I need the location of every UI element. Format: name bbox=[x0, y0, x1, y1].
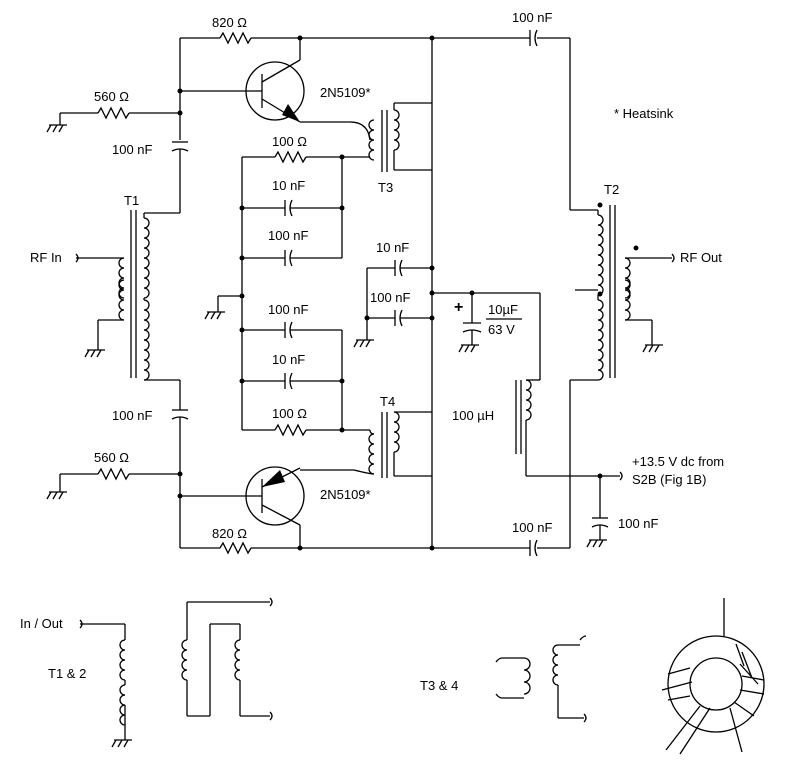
t2-transformer bbox=[569, 205, 672, 548]
q-top-label: 2N5109* bbox=[320, 85, 371, 100]
l100uh-label: 100 µH bbox=[452, 408, 494, 423]
c100n-supply-label: 100 nF bbox=[618, 516, 659, 531]
rf-in-label: RF In bbox=[30, 250, 62, 265]
bottom-input-capacitor bbox=[171, 409, 189, 548]
r560-top-label: 560 Ω bbox=[94, 89, 129, 104]
top-output-capacitor bbox=[529, 29, 571, 210]
bottom-transistor bbox=[180, 466, 305, 548]
t1-label: T1 bbox=[124, 193, 139, 208]
r560-bot-label: 560 Ω bbox=[94, 450, 129, 465]
t3-4-label: T3 & 4 bbox=[420, 678, 458, 693]
c100n-a-label: 100 nF bbox=[268, 228, 309, 243]
c100n-b bbox=[367, 309, 432, 327]
top-transistor bbox=[180, 38, 371, 141]
t1-2-label: T1 & 2 bbox=[48, 666, 86, 681]
plus-sign: + bbox=[454, 299, 463, 316]
l100uh-choke bbox=[515, 293, 620, 477]
c10uf-label: 10µF bbox=[488, 302, 518, 317]
r100-bot-label: 100 Ω bbox=[272, 406, 307, 421]
c100n-out-top-label: 100 nF bbox=[512, 10, 553, 25]
c10n-a-label: 10 nF bbox=[272, 178, 305, 193]
c100n-out-bot-label: 100 nF bbox=[512, 520, 553, 535]
in-out-label: In / Out bbox=[20, 616, 63, 631]
c10uf-voltage: 63 V bbox=[488, 322, 515, 337]
c100n-b-label: 100 nF bbox=[370, 290, 411, 305]
top-input-capacitor bbox=[171, 141, 189, 213]
t3-transformer bbox=[368, 102, 432, 172]
t3-label: T3 bbox=[378, 180, 393, 195]
c10n-b-label: 10 nF bbox=[376, 240, 409, 255]
supply-decoupling-capacitor bbox=[586, 476, 609, 548]
t3-t4-winding-detail bbox=[495, 635, 587, 723]
r100-bot bbox=[242, 423, 370, 437]
heatsink-note: * Heatsink bbox=[614, 106, 674, 121]
toroid-core bbox=[661, 598, 765, 755]
t2-label: T2 bbox=[604, 182, 619, 197]
supply-label-2: S2B (Fig 1B) bbox=[632, 472, 706, 487]
c100n-in-top-label: 100 nF bbox=[112, 142, 153, 157]
c10n-c-label: 10 nF bbox=[272, 352, 305, 367]
top-feedback-resistor bbox=[180, 31, 530, 45]
r100-top bbox=[242, 150, 370, 164]
bottom-feedback-resistor bbox=[180, 541, 530, 555]
c10n-c bbox=[242, 372, 342, 390]
r100-top-label: 100 Ω bbox=[272, 134, 307, 149]
top-bias-resistor bbox=[46, 106, 180, 133]
t1-transformer bbox=[76, 210, 180, 381]
t1-t2-winding-detail bbox=[79, 597, 273, 748]
c100n-a bbox=[242, 249, 342, 267]
c10n-a bbox=[242, 199, 342, 217]
r820-top-label: 820 Ω bbox=[212, 15, 247, 30]
c10n-b bbox=[367, 259, 432, 277]
bottom-bias-resistor bbox=[46, 467, 180, 500]
c100n-in-bot-label: 100 nF bbox=[112, 408, 153, 423]
rf-out-label: RF Out bbox=[680, 250, 722, 265]
q-bot-label: 2N5109* bbox=[320, 487, 371, 502]
c100n-c bbox=[242, 321, 342, 339]
c100n-c-label: 100 nF bbox=[268, 302, 309, 317]
t4-label: T4 bbox=[380, 394, 395, 409]
c10uf-electrolytic bbox=[432, 290, 540, 353]
supply-label-1: +13.5 V dc from bbox=[632, 454, 724, 469]
r820-bot-label: 820 Ω bbox=[212, 526, 247, 541]
bottom-output-capacitor bbox=[529, 539, 570, 557]
t4-transformer bbox=[300, 411, 432, 478]
